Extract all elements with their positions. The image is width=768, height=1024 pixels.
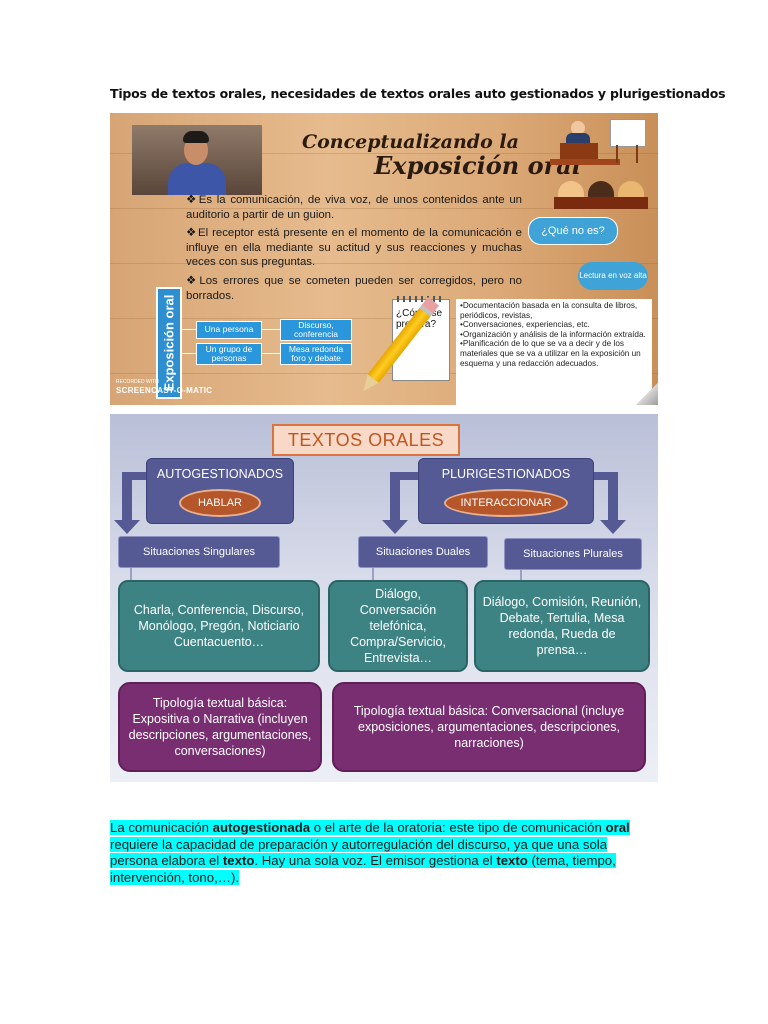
plurales-examples: Diálogo, Comisión, Reunión, Debate, Tert… (474, 580, 650, 672)
mesa-redonda-box: Mesa redonda foro y debate (280, 343, 352, 365)
arrow-down-icon (114, 520, 140, 534)
plurigestionados-label: PLURIGESTIONADOS (419, 467, 593, 481)
hablar-oval: HABLAR (179, 489, 261, 517)
diagram-title: TEXTOS ORALES (272, 424, 460, 456)
una-persona-box: Una persona (196, 321, 262, 339)
prep-item: •Organización y análisis de la informaci… (460, 330, 648, 340)
page-curl-icon (636, 383, 658, 405)
situaciones-singulares-box: Situaciones Singulares (118, 536, 280, 568)
que-no-es-badge: ¿Qué no es? (528, 217, 618, 245)
lectura-badge: Lectura en voz alta (578, 262, 648, 290)
slide-title-line1: Conceptualizando la (302, 131, 519, 153)
preparation-list: •Documentación basada en la consulta de … (456, 299, 652, 405)
slide-conceptualizando: Conceptualizando la Exposición oral ❖Es … (110, 113, 658, 405)
arrow-down-icon (382, 520, 408, 534)
presenter-video (132, 125, 262, 195)
explanation-paragraph: La comunicación autogestionada o el arte… (110, 820, 640, 886)
definition-bullets: ❖Es la comunicación, de viva voz, de uno… (186, 193, 522, 307)
document-heading: Tipos de textos orales, necesidades de t… (110, 86, 670, 101)
arrow-down-icon (600, 520, 626, 534)
slide-title-line2: Exposición oral (374, 151, 581, 180)
discurso-box: Discurso, conferencia (280, 319, 352, 341)
autogestionados-label: AUTOGESTIONADOS (147, 467, 293, 481)
prep-item: •Conversaciones, experiencias, etc. (460, 320, 648, 330)
prep-item: •Documentación basada en la consulta de … (460, 301, 648, 320)
plurigestionados-box: PLURIGESTIONADOS INTERACCIONAR (418, 458, 594, 524)
situaciones-plurales-box: Situaciones Plurales (504, 538, 642, 570)
prep-item: •Planificación de lo que se va a decir y… (460, 339, 648, 368)
recorded-with-label: RECORDED WITH (116, 379, 159, 385)
tipologia-autogestionados: Tipología textual básica: Expositiva o N… (118, 682, 322, 772)
bullet-item: ❖Es la comunicación, de viva voz, de uno… (186, 193, 522, 222)
slide-textos-orales: TEXTOS ORALES AUTOGESTIONADOS HABLAR PLU… (110, 414, 658, 782)
screencast-watermark: SCREENCAST-O-MATIC (116, 386, 212, 395)
interaccionar-oval: INTERACCIONAR (444, 489, 568, 517)
exposicion-oral-label: Exposición oral (156, 287, 182, 399)
tipologia-plurigestionados: Tipología textual básica: Conversacional… (332, 682, 646, 772)
grupo-personas-box: Un grupo de personas (196, 343, 262, 365)
situaciones-duales-box: Situaciones Duales (358, 536, 488, 568)
bullet-item: ❖El receptor está presente en el momento… (186, 226, 522, 270)
duales-examples: Diálogo, Conversación telefónica, Compra… (328, 580, 468, 672)
singulares-examples: Charla, Conferencia, Discurso, Monólogo,… (118, 580, 320, 672)
autogestionados-box: AUTOGESTIONADOS HABLAR (146, 458, 294, 524)
